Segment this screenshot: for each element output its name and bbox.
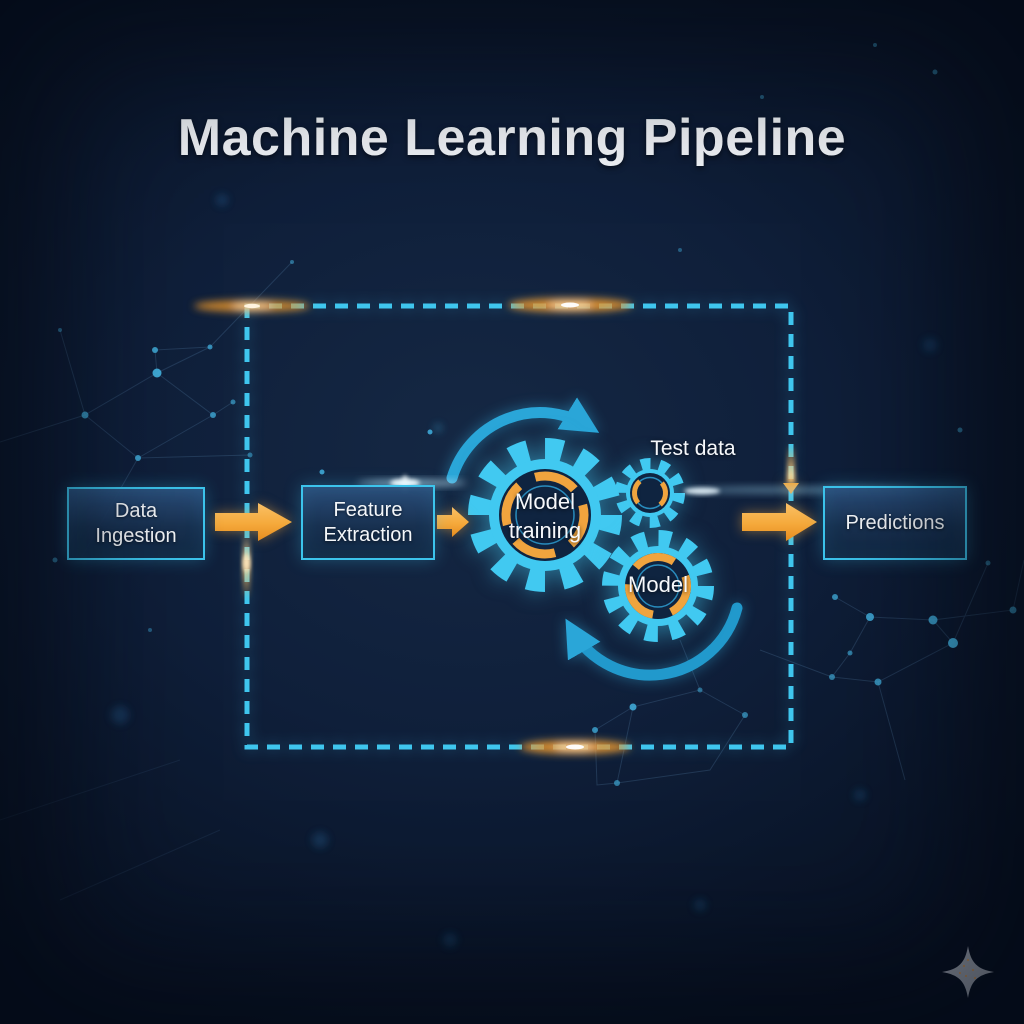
flow-arrows: [215, 503, 817, 541]
model-label: Model: [628, 572, 688, 597]
cycle-arc-top: [446, 397, 600, 484]
gear-model-icon: [602, 530, 714, 642]
node-predictions: Predictions: [823, 486, 967, 560]
arrow-ingestion-to-feature: [215, 503, 292, 541]
node-feature-extraction-label: Feature Extraction: [323, 498, 413, 546]
constellation-lines: [0, 261, 1024, 901]
test-data-label: Test data: [650, 437, 736, 460]
boundary-glow-bottom: [520, 740, 630, 754]
node-data-ingestion-label: Data Ingestion: [95, 499, 177, 547]
sparkle-star-icon: [942, 946, 994, 998]
bokeh-dots: [111, 120, 937, 947]
gear-test-data-icon: [615, 458, 685, 528]
cycle-arrows: [446, 397, 743, 681]
page-title: Machine Learning Pipeline: [177, 109, 847, 167]
cycle-arc-bottom: [565, 602, 743, 681]
model-training-label: Model training: [508, 489, 582, 543]
gear-model-training-icon: [468, 438, 622, 592]
node-data-ingestion: Data Ingestion: [67, 487, 205, 560]
arrow-training-to-predictions: [742, 503, 817, 541]
boundary-glow-top-center: [508, 298, 632, 312]
node-predictions-label: Predictions: [845, 511, 945, 534]
arrow-feature-to-training: [437, 507, 469, 537]
boundary-comet-right: [783, 444, 799, 494]
constellation-dots: [52, 43, 1017, 786]
boundary-comet-left: [242, 533, 251, 599]
node-feature-extraction: Feature Extraction: [301, 485, 435, 560]
boundary-glow-top-left: [194, 300, 310, 312]
